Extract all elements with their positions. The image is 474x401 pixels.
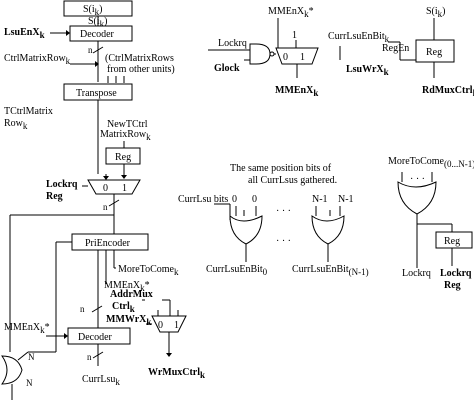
regen-label: RegEn bbox=[382, 43, 409, 54]
one-label: 1 bbox=[292, 30, 297, 41]
reg-right-top-box bbox=[415, 39, 455, 63]
reg-right-mid-box bbox=[435, 231, 473, 249]
mmenx-in-label: MMEnXk* bbox=[4, 322, 50, 335]
n-bus-label-3: n bbox=[80, 304, 85, 314]
mux-left-0: 0 bbox=[103, 183, 108, 194]
bit-0b: 0 bbox=[252, 194, 257, 205]
priencoder-label: PriEncoder bbox=[85, 238, 131, 249]
mux-wr bbox=[151, 315, 187, 333]
tctrl-label-1: TCtrlMatrix bbox=[4, 106, 53, 117]
n-bus-label-4: n bbox=[87, 352, 92, 362]
out-0-label: CurrLsuEnBit0 bbox=[206, 264, 268, 277]
decoder-bottom-label: Decoder bbox=[78, 332, 113, 343]
mux-left-1: 1 bbox=[122, 183, 127, 194]
reg-left-label: Reg bbox=[115, 152, 131, 163]
currlsu-bits-label: CurrLsu bits bbox=[178, 194, 228, 205]
reg-right-mid-label: Reg bbox=[444, 236, 460, 247]
lockrq-right-label: Lockrq bbox=[402, 268, 431, 279]
addrmux-label-1: AddrMux bbox=[110, 289, 153, 300]
reg-left-box bbox=[105, 147, 141, 165]
mmenx-out-label: MMEnXk bbox=[275, 85, 318, 98]
mux-top-0: 0 bbox=[283, 52, 288, 63]
out-n-label: CurrLsuEnBit(N-1) bbox=[292, 264, 369, 277]
other-units-label-1: (CtrlMatrixRows bbox=[105, 53, 174, 64]
decoder-top-label: Decoder bbox=[80, 29, 115, 40]
dots-top: · · · bbox=[276, 206, 291, 217]
n-bus-label-2: n bbox=[103, 202, 108, 212]
addrmux-label-2: Ctrlk bbox=[112, 301, 135, 314]
lockrq-reg-label-2: Reg bbox=[46, 191, 63, 202]
mux-top bbox=[275, 47, 319, 65]
bit-0a: 0 bbox=[232, 194, 237, 205]
lockrq-top-label: Lockrq bbox=[218, 38, 247, 49]
bit-n1b: N-1 bbox=[338, 194, 354, 205]
currlsu-label: CurrLsuk bbox=[82, 374, 120, 387]
glock-label: Glock bbox=[214, 63, 240, 74]
or-gate-left bbox=[1, 355, 23, 385]
currlsuenbit-top-label: CurrLsuEnBitk bbox=[328, 31, 390, 44]
s-ik-inner-label: S(ik) bbox=[88, 16, 108, 29]
mmenx-star-left-label: MMEnXk* bbox=[104, 280, 150, 293]
mmwrx-label: MMWrXk bbox=[106, 314, 151, 327]
n-left-2: N bbox=[26, 378, 33, 388]
other-units-label-2: from other units) bbox=[107, 64, 175, 75]
wrmuxctrl-label: WrMuxCtrlk bbox=[148, 367, 205, 380]
or-gate-right bbox=[397, 181, 437, 215]
newtctrl-label-1: NewTCtrl bbox=[107, 119, 148, 130]
lockrq-reg-right-1: Lockrq bbox=[440, 268, 472, 279]
lockrq-reg-label-1: Lockrq bbox=[46, 179, 78, 190]
mux-left bbox=[87, 179, 141, 195]
s-ik-right-label: S(ik) bbox=[426, 6, 446, 19]
mux-wr-1: 1 bbox=[174, 320, 179, 331]
mux-top-1: 1 bbox=[300, 52, 305, 63]
dots-bottom: · · · bbox=[276, 236, 291, 247]
moretocome-left-label: MoreToComek bbox=[118, 264, 179, 277]
mux-wr-0: 0 bbox=[158, 320, 163, 331]
note-line-1: The same position bits of bbox=[230, 163, 332, 174]
or-gate-0 bbox=[229, 214, 263, 245]
decoder-top-box bbox=[69, 25, 133, 42]
mmenx-star-top-label: MMEnXk* bbox=[268, 6, 314, 19]
lsuenx-label: LsuEnXk bbox=[4, 27, 45, 40]
ctrlmatrixrow-label: CtrlMatrixRowk bbox=[4, 53, 71, 66]
lockrq-reg-right-2: Reg bbox=[444, 280, 461, 291]
reg-right-top-label: Reg bbox=[426, 47, 442, 58]
rdmuxctrl-label: RdMuxCtrlk bbox=[422, 85, 474, 98]
and-gate-top bbox=[249, 43, 271, 65]
or-gate-n1 bbox=[311, 215, 345, 245]
newtctrl-label-2: MatrixRowk bbox=[100, 129, 151, 142]
bit-n1a: N-1 bbox=[312, 194, 328, 205]
n-bus-label-1: n bbox=[88, 45, 93, 55]
transpose-label: Transpose bbox=[76, 88, 117, 99]
note-line-2: all CurrLsus gathered. bbox=[248, 175, 337, 186]
tctrl-label-2: Rowk bbox=[4, 118, 28, 131]
lsuwrx-label: LsuWrXk bbox=[346, 64, 389, 77]
dots-right: · · · bbox=[410, 174, 425, 185]
moretocome-right-label: MoreToCome(0...N-1) bbox=[388, 156, 474, 169]
s-ik-label: S(ik) bbox=[83, 4, 103, 17]
n-left-1: N bbox=[28, 352, 35, 362]
